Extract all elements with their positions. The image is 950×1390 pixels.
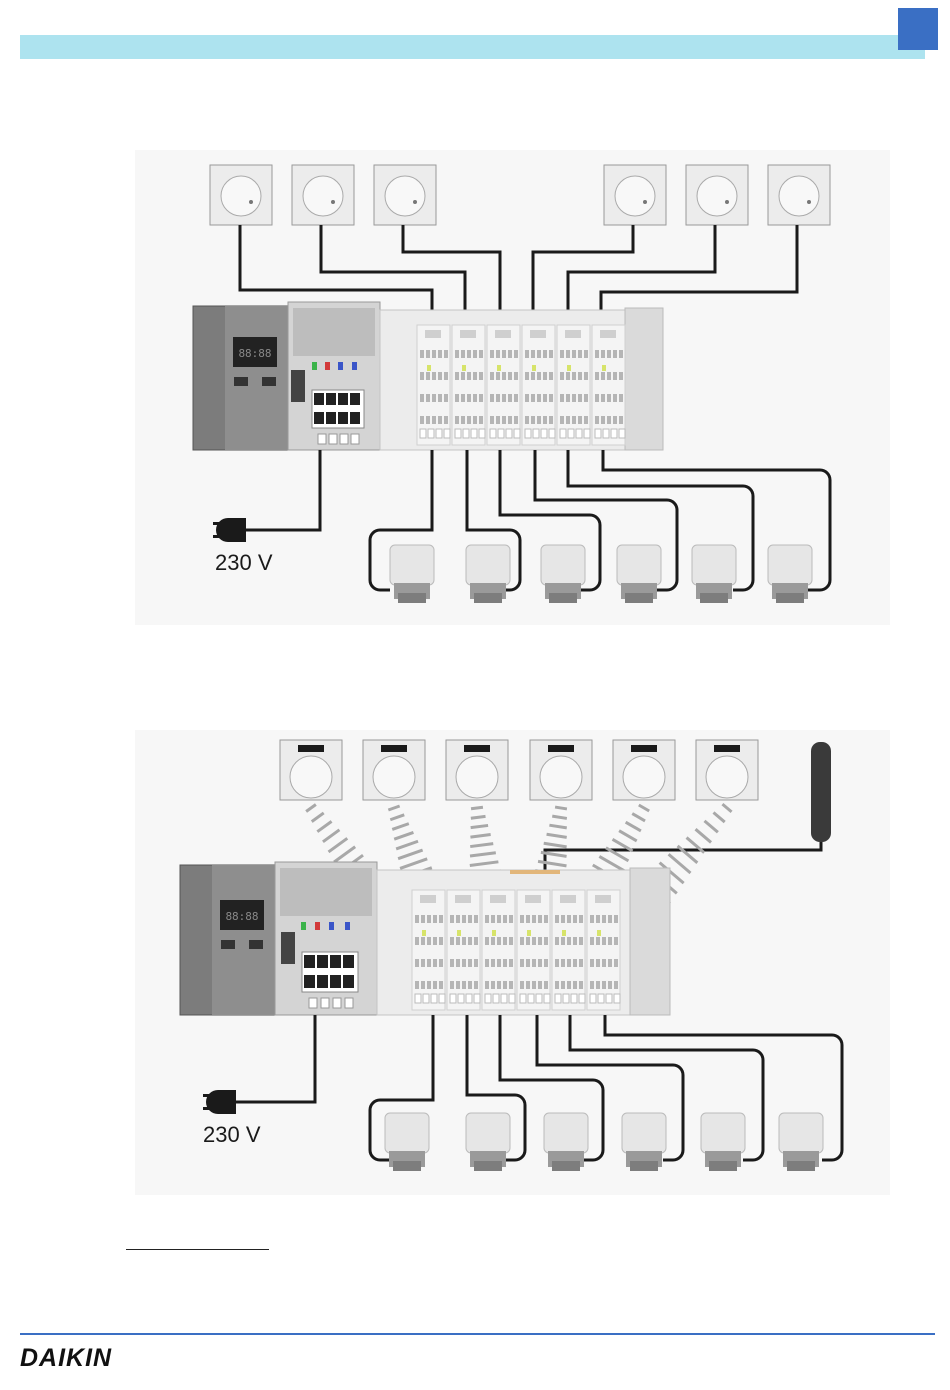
radio-wave-mark xyxy=(471,807,483,809)
zone-channel xyxy=(557,325,590,445)
room-thermostat-icon xyxy=(363,740,425,800)
thermal-actuator-icon xyxy=(466,545,510,603)
thermal-actuator-icon xyxy=(390,545,434,603)
supply-voltage-label: 230 V xyxy=(203,1122,261,1147)
daikin-logo: DAIKIN xyxy=(20,1344,112,1373)
room-thermostat-icon xyxy=(530,740,592,800)
zone-channel xyxy=(447,890,480,1010)
radio-wave-mark xyxy=(555,807,567,809)
thermal-actuator-icon xyxy=(544,1113,588,1171)
zone-channel xyxy=(412,890,445,1010)
radio-wave-mark xyxy=(471,816,486,818)
room-thermostat-icon xyxy=(280,740,342,800)
footer-rule xyxy=(20,1333,935,1335)
zone-channel xyxy=(592,325,625,445)
thermal-actuator-icon xyxy=(617,545,661,603)
thermal-actuator-icon xyxy=(622,1113,666,1171)
thermal-actuator-icon xyxy=(385,1113,429,1171)
supply-voltage-label: 230 V xyxy=(215,550,273,575)
zone-channel xyxy=(482,890,515,1010)
thermal-actuator-icon xyxy=(692,545,736,603)
controller-display: 88:88 xyxy=(225,910,258,923)
room-thermostat-icon xyxy=(604,165,666,225)
thermal-actuator-icon xyxy=(541,545,585,603)
room-thermostat-icon xyxy=(210,165,272,225)
room-thermostat-icon xyxy=(768,165,830,225)
zone-channel xyxy=(587,890,620,1010)
zone-channel xyxy=(517,890,550,1010)
room-thermostat-icon xyxy=(292,165,354,225)
room-thermostat-icon xyxy=(374,165,436,225)
zone-channel xyxy=(522,325,555,445)
thermal-actuator-icon xyxy=(701,1113,745,1171)
wireless-system-diagram: 88:88 230 V xyxy=(135,730,890,1200)
zone-channel xyxy=(417,325,450,445)
header-bar xyxy=(20,35,925,59)
thermal-actuator-icon xyxy=(779,1113,823,1171)
controller-display: 88:88 xyxy=(238,347,271,360)
footnote-rule xyxy=(126,1249,269,1250)
room-thermostat-icon xyxy=(686,165,748,225)
zone-channel xyxy=(452,325,485,445)
thermal-actuator-icon xyxy=(768,545,812,603)
zone-channel xyxy=(487,325,520,445)
page-corner-tab xyxy=(898,8,938,50)
room-thermostat-icon xyxy=(613,740,675,800)
wired-system-diagram: 88:88 230 V xyxy=(135,150,890,630)
thermal-actuator-icon xyxy=(466,1113,510,1171)
zone-channel xyxy=(552,890,585,1010)
room-thermostat-icon xyxy=(696,740,758,800)
room-thermostat-icon xyxy=(446,740,508,800)
